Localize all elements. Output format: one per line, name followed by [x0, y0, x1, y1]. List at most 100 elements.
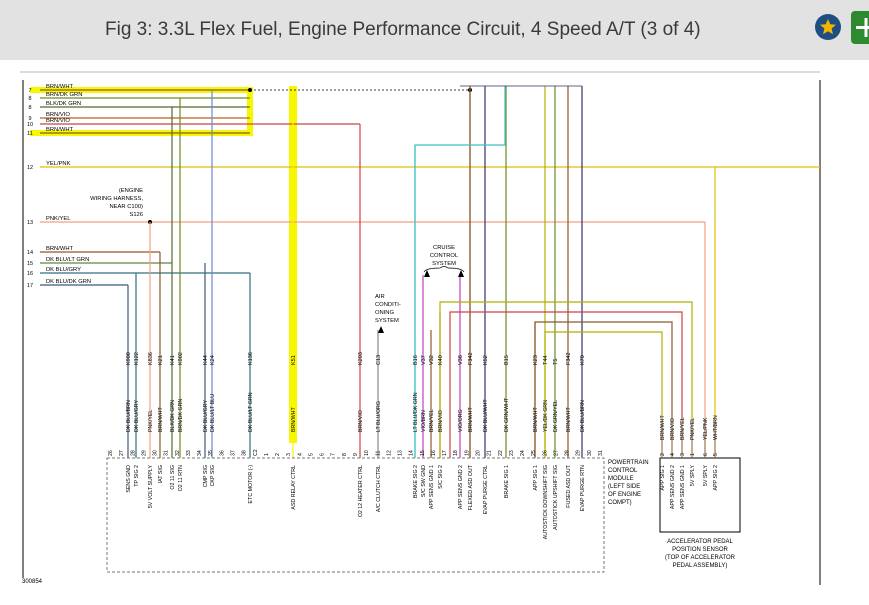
- app-label: PEDAL ASSEMBLY): [673, 563, 728, 569]
- arrow-up-icon: [458, 270, 464, 277]
- app-function: APP SENS GND 1: [680, 465, 686, 509]
- circuit-code: K24: [210, 355, 216, 365]
- wire-color-label: BRN/WHT: [46, 127, 74, 133]
- wire-number: 11: [27, 131, 33, 137]
- star-icon: [820, 19, 836, 35]
- pcm-function: EVAP PURGE CTRL: [483, 465, 489, 514]
- app-label: POSITION SENSOR: [672, 547, 728, 553]
- app-function: APP SENS GND 2: [670, 465, 676, 509]
- pin-number: 34: [197, 450, 203, 456]
- app-pin-number: 1: [690, 453, 696, 456]
- pcm-label: POWERTRAIN: [608, 460, 649, 466]
- pin-number: 14: [409, 450, 415, 456]
- pcm-label: OF ENGINE: [608, 492, 641, 498]
- header-bar: Fig 3: 3.3L Flex Fuel, Engine Performanc…: [0, 0, 869, 60]
- app-function: APP SIG 1: [660, 465, 666, 491]
- wire-color-code: BRN/WHT: [158, 407, 164, 432]
- app-wire: [449, 311, 683, 458]
- pcm-function: SENS GND: [126, 465, 132, 493]
- pcm-function: APP SIG 1: [533, 465, 539, 491]
- circuit-code: K836: [148, 352, 154, 365]
- app-function: APP SIG 2: [713, 465, 719, 491]
- circuit-code: K900: [126, 352, 132, 365]
- pin-number: 1: [264, 453, 270, 456]
- wire-color-code: VIO/ORG: [458, 409, 464, 432]
- wire-number: 14: [27, 250, 33, 256]
- wire-number: 8: [28, 96, 31, 102]
- pin-number: 30: [587, 450, 593, 456]
- ac-label: CONDITI-: [375, 302, 401, 308]
- circuit-code: B16: [413, 355, 419, 365]
- splice-note: WIRING HARNESS,: [90, 196, 143, 202]
- wire-number: 13: [27, 220, 33, 226]
- circuit-code: V32: [429, 355, 435, 365]
- pin-number: 38: [242, 450, 248, 456]
- wire-color-label: BRN/WHT: [46, 84, 74, 90]
- app-function: 5V SPLY: [690, 465, 696, 487]
- pin-number: 19: [464, 450, 470, 456]
- wire-number: 8: [28, 105, 31, 111]
- add-button[interactable]: [851, 11, 869, 44]
- wire-color-code: DK BLU/WHT: [483, 399, 489, 432]
- circuit-code: F342: [566, 352, 572, 365]
- favorite-button[interactable]: [815, 14, 841, 40]
- pin-number: 9: [353, 453, 359, 456]
- add-icon: [856, 18, 869, 37]
- app-wire: [534, 321, 673, 458]
- wire-color-code: BRN/VIO: [438, 410, 444, 432]
- pin-number: 25: [531, 450, 537, 456]
- pcm-function: IAT SIG: [158, 465, 164, 483]
- figure-id: 300854: [22, 579, 43, 585]
- pin-number: 32: [175, 450, 181, 456]
- wire-number: 17: [27, 283, 33, 289]
- app-wire-color: WHT/BRN: [713, 415, 719, 440]
- wire-color-code: DK BLU/GRY: [203, 400, 209, 432]
- pin-number: 6: [320, 453, 326, 456]
- pcm-label: CONTROL: [608, 468, 638, 474]
- pin-number: 30: [153, 450, 159, 456]
- pcm-function: EVAP PURGE RTN: [580, 465, 586, 511]
- pcm-label: COMPT): [608, 500, 632, 506]
- circuit-code: K51: [291, 355, 297, 365]
- wire-color-code: BRN/YEL: [429, 409, 435, 432]
- pin-number: 31: [598, 450, 604, 456]
- splice-dot: [248, 88, 252, 92]
- highlight-layer: [30, 86, 297, 443]
- wire-number: 12: [27, 165, 33, 171]
- wire-color-code: YEL/DK GRN: [543, 400, 549, 432]
- splice-note: (ENGINE: [119, 188, 143, 194]
- wire-color-code: BRN/VIO: [358, 410, 364, 432]
- circuit-code: K136: [248, 352, 254, 365]
- app-wire: [439, 301, 693, 458]
- circuit-code: K21: [158, 355, 164, 365]
- pin-number: 36: [219, 450, 225, 456]
- wire-color-code: DK BLU/LT GRN: [248, 392, 254, 432]
- wire-color-code: DK GRN/WHT: [504, 397, 510, 432]
- ac-label: SYSTEM: [375, 318, 399, 324]
- wire-color-code: BRN/WHT: [566, 407, 572, 432]
- pin-number: 27: [119, 450, 125, 456]
- wire-color-label: BRN/WHT: [46, 246, 74, 252]
- app-wire-color: PNK/YEL: [690, 418, 696, 440]
- circuit-code: C13: [376, 355, 382, 365]
- circuit-code: T5: [553, 359, 559, 365]
- wire-number: 16: [27, 271, 33, 277]
- ac-label: AIR: [375, 294, 385, 300]
- pcm-label: (LEFT SIDE: [608, 484, 640, 490]
- wire-color-code: DK BLU/GRY: [134, 400, 140, 432]
- pcm-function: A/C CLUTCH CTRL: [376, 465, 382, 512]
- pin-number: 21: [487, 450, 493, 456]
- cruise-label: SYSTEM: [432, 261, 456, 267]
- wire-color-label: BRN/VIO: [46, 118, 70, 124]
- wire-color-label: DK BLU/LT GRN: [46, 257, 89, 263]
- pcm-function: S/C SW GND: [421, 465, 427, 497]
- circuit-code: F342: [468, 352, 474, 365]
- pcm-function: BRAKE SIG 1: [504, 465, 510, 498]
- pcm-function: APP SENS GND 2: [458, 465, 464, 509]
- pin-number: 10: [364, 450, 370, 456]
- arrow-up-icon: [424, 270, 430, 277]
- pin-number: 15: [420, 450, 426, 456]
